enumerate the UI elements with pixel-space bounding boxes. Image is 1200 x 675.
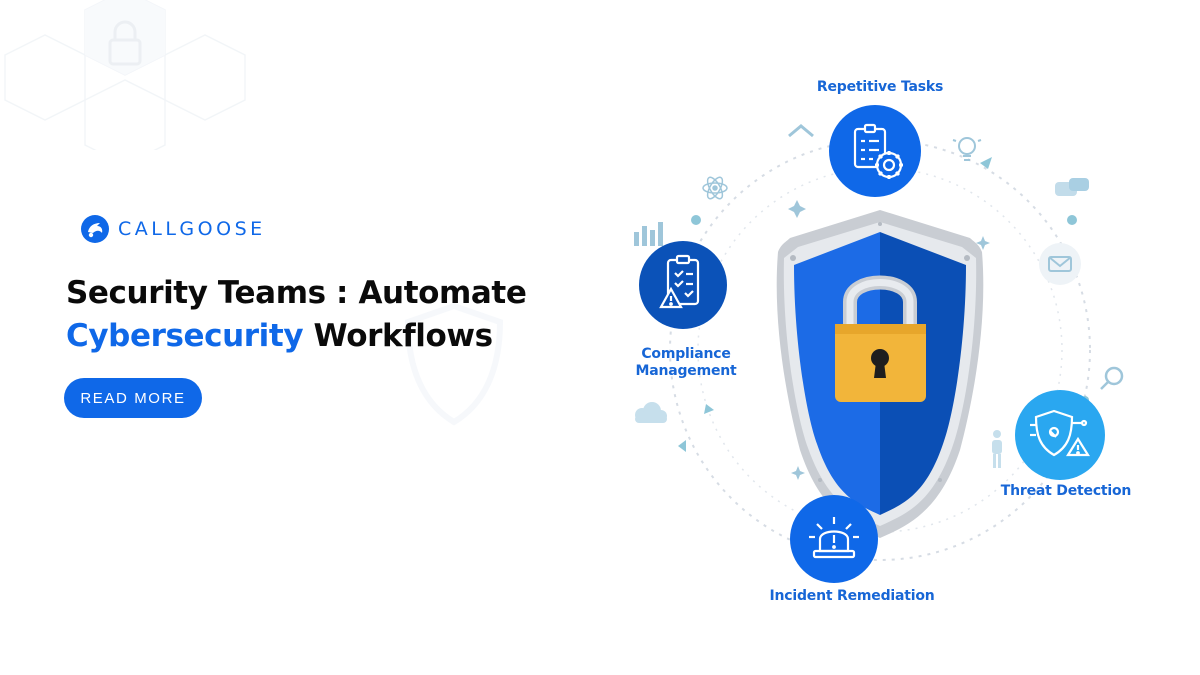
sparkle-icon [788, 200, 990, 480]
illustration-graphic [634, 105, 1124, 583]
faint-shield-watermark [404, 302, 504, 426]
threat-detection-node [1015, 390, 1105, 480]
clipboard-warning-icon [659, 254, 700, 309]
siren-icon [809, 517, 859, 559]
orbit-arrows [678, 157, 992, 452]
incident-remediation-label: Incident Remediation [769, 588, 935, 604]
brand-name: CALLGOOSE [118, 218, 266, 240]
chat-icon [1055, 178, 1089, 196]
orbit-dots [691, 215, 1089, 404]
compliance-management-node [639, 241, 727, 329]
lightbulb-icon [952, 137, 982, 161]
brand[interactable]: CALLGOOSE [80, 214, 266, 244]
threat-detection-label: Threat Detection [1000, 483, 1132, 499]
read-more-button[interactable]: READ MORE [64, 378, 202, 418]
compliance-label-line-2: Management [635, 363, 737, 379]
person-icon [992, 430, 1002, 468]
callgoose-logo-icon [81, 215, 109, 243]
security-illustration: Repetitive Tasks Compliance Management T… [600, 60, 1200, 620]
mail-icon [1039, 243, 1081, 285]
hexagon-pattern-background [4, 0, 246, 150]
page-title: Security Teams : Automate Cybersecurity … [66, 272, 527, 358]
incident-remediation-node [790, 495, 878, 583]
cloud-icon [635, 402, 667, 423]
bar-chart-icon [634, 222, 663, 246]
shield-warning-icon [1030, 409, 1090, 457]
magnifier-icon [1100, 366, 1124, 390]
lock-icon [835, 275, 926, 402]
compliance-label-line-1: Compliance [641, 346, 731, 362]
chevron-up-icon [788, 124, 814, 138]
atom-icon [702, 176, 728, 200]
title-accent: Cybersecurity [66, 318, 304, 354]
clipboard-gear-icon [853, 123, 903, 179]
repetitive-tasks-label: Repetitive Tasks [816, 79, 944, 95]
compliance-management-label: Compliance Management [616, 346, 756, 380]
repetitive-tasks-node [829, 105, 921, 197]
title-line-2: Workflows [303, 318, 494, 354]
title-line-1: Security Teams : Automate [66, 275, 527, 311]
orbit-outer [669, 139, 1091, 561]
